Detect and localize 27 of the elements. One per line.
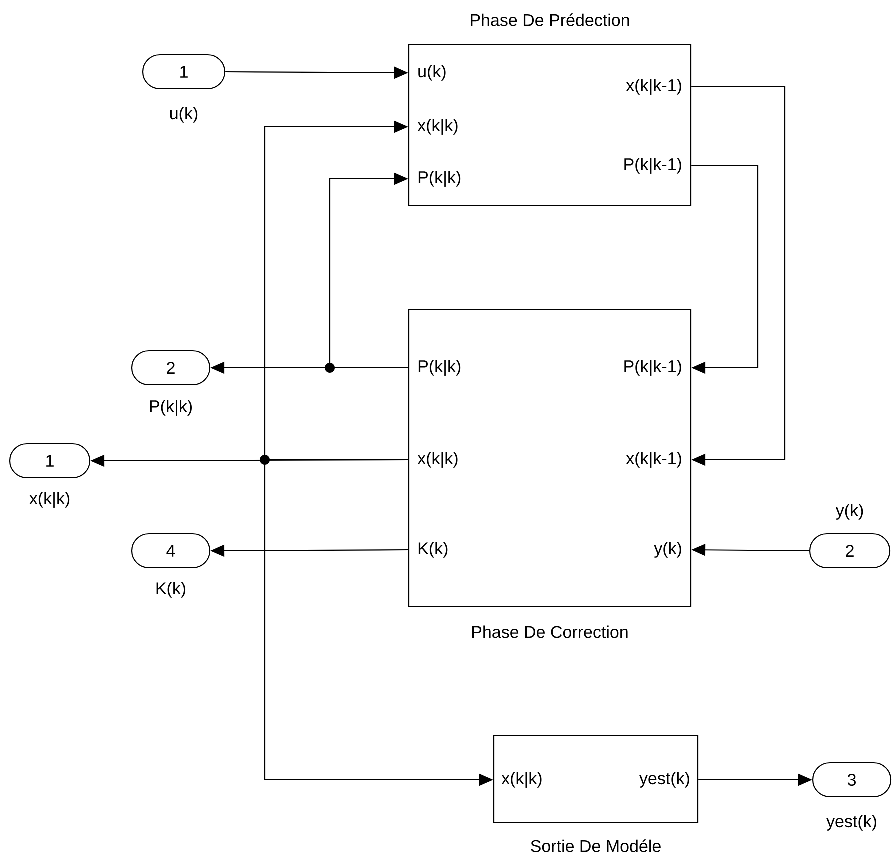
port-name: yest(k) [826, 815, 876, 831]
block-title: Phase De Prédection [471, 14, 630, 26]
connector-arrow [692, 86, 786, 466]
port-name: K(k) [156, 582, 186, 598]
subsystem-block [408, 308, 692, 608]
subsystem-block [493, 734, 699, 824]
port-label: P(k|k-1) [624, 158, 682, 174]
block-title: Sortie De Modéle [531, 840, 661, 852]
port-name: y(k) [836, 504, 864, 520]
port-label: P(k|k) [418, 360, 461, 376]
port-label: x(k|k) [418, 452, 458, 468]
port-name: x(k|k) [30, 492, 70, 508]
port-label: u(k) [418, 65, 446, 81]
port-label: P(k|k-1) [624, 360, 682, 376]
port-label: x(k|k-1) [626, 452, 682, 468]
port-label: x(k|k) [418, 119, 458, 135]
port-name: u(k) [170, 107, 198, 123]
port-label: x(k|k) [502, 772, 542, 788]
port-label: x(k|k-1) [626, 79, 682, 95]
port-label: y(k) [654, 542, 682, 558]
port-label: K(k) [418, 542, 448, 558]
subsystem-block [408, 44, 692, 206]
connector-arrow [692, 165, 759, 374]
port-label: P(k|k) [418, 171, 461, 187]
port-label: yest(k) [640, 772, 690, 788]
block-title: Phase De Correction [472, 626, 628, 638]
port-name: P(k|k) [150, 400, 192, 416]
